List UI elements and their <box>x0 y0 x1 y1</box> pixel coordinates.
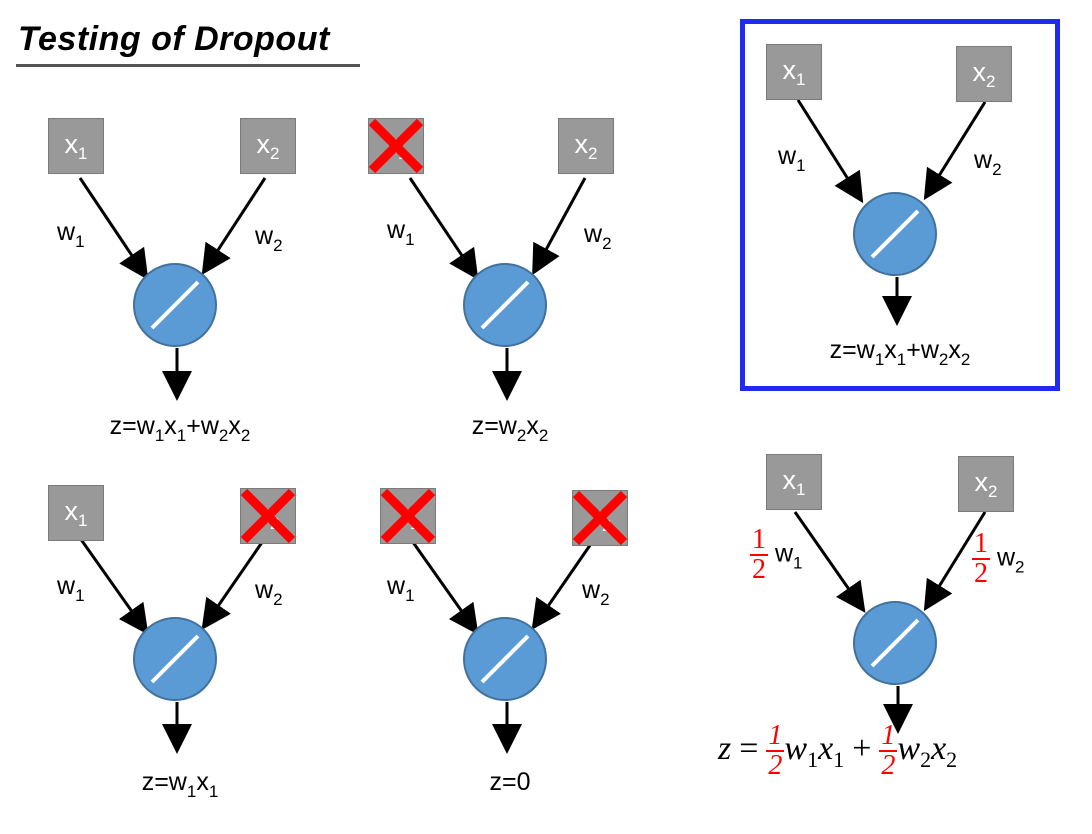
edge-w1 <box>78 177 149 280</box>
panel-4-drawing <box>408 537 597 754</box>
linear-activation-icon <box>150 280 200 330</box>
linear-activation-icon <box>150 634 200 684</box>
panel-x2-dropped: x1 x2 w1 w2 z=w1x1 <box>30 470 330 810</box>
edge-w1 <box>796 99 864 204</box>
input-x2: x2 <box>558 118 614 174</box>
weight-w2: w2 <box>255 576 283 609</box>
weight-w2: w2 <box>255 222 283 255</box>
edge-w2 <box>923 101 987 201</box>
output-equation: z=w1x1+w2x2 <box>109 412 251 445</box>
panel-both-dropped: x1 x2 w1 w2 z=0 <box>360 470 660 810</box>
edge-w1 <box>408 177 479 280</box>
output-equation: z=w1x1+w2x2 <box>829 336 971 369</box>
input-x1: x1 <box>48 118 104 174</box>
page-title: Testing of Dropout <box>18 20 330 58</box>
weight-w1: w1 <box>387 216 415 249</box>
weight-w1: w1 <box>387 572 415 605</box>
edge-w2 <box>201 537 267 630</box>
panel-6-drawing <box>793 511 987 734</box>
panel-1-drawing <box>78 177 267 401</box>
linear-activation-icon <box>870 618 920 668</box>
edge-w2 <box>201 177 267 276</box>
panel-x1-dropped: x1 x2 w1 w2 z=w2x2 <box>360 110 660 450</box>
edge-w2 <box>531 537 597 630</box>
output-equation: z=0 <box>489 768 531 796</box>
highlight-box <box>740 19 1060 391</box>
title-underline <box>16 64 360 67</box>
input-x2: x2 <box>240 118 296 174</box>
panel-3-drawing <box>78 537 267 754</box>
weight-w2: w2 <box>582 576 610 609</box>
edge-w1 <box>408 537 479 635</box>
panel-no-dropout: x1 x2 w1 w2 z=w1x1+w2x2 <box>30 110 330 450</box>
panel-2-drawing <box>408 177 587 401</box>
weight-w1: w1 <box>57 572 85 605</box>
linear-activation-icon <box>870 209 920 259</box>
weight-w1: w1 <box>778 142 806 175</box>
input-x1: x1 <box>766 454 822 510</box>
dropout-cross-icon <box>368 118 424 174</box>
weight-w2: w2 <box>974 146 1002 179</box>
output-equation: z=w2x2 <box>471 412 549 445</box>
input-x2: x2 <box>958 456 1014 512</box>
weight-w2: w2 <box>584 220 612 253</box>
input-x1: x1 <box>766 44 822 100</box>
edge-w1 <box>78 537 149 635</box>
linear-activation-icon <box>480 634 530 684</box>
panel-testing-highlighted: x1 x2 w1 w2 z=w1x1+w2x2 <box>750 30 1050 370</box>
dropout-cross-icon <box>380 488 436 544</box>
edge-w2 <box>923 511 987 612</box>
linear-activation-icon <box>480 280 530 330</box>
panel-5-drawing <box>796 99 987 326</box>
dropout-cross-icon <box>240 488 296 544</box>
dropout-cross-icon <box>572 490 628 546</box>
edge-w1 <box>793 511 866 613</box>
input-x2: x2 <box>956 46 1012 102</box>
edge-w2 <box>532 177 587 276</box>
input-x1: x1 <box>48 485 104 541</box>
output-equation: z=w1x1 <box>141 768 219 801</box>
weight-w1: w1 <box>57 218 85 251</box>
